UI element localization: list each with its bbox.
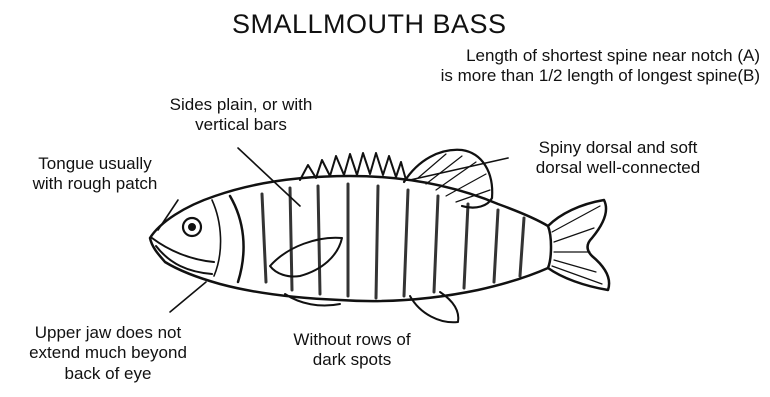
diagram-title: SMALLMOUTH BASS: [232, 8, 507, 40]
jaw-label-line-1: Upper jaw does not: [8, 323, 208, 343]
jaw-label: Upper jaw does not extend much beyond ba…: [8, 323, 208, 384]
pectoral-fin: [270, 238, 342, 277]
dorsal-label-line-1: Spiny dorsal and soft: [508, 138, 728, 158]
spine-note-line-1: Length of shortest spine near notch (A): [368, 46, 760, 66]
sides-label-line-2: vertical bars: [136, 115, 346, 135]
sides-label: Sides plain, or with vertical bars: [136, 95, 346, 136]
sides-leader-line: [238, 148, 300, 206]
jaw-label-line-3: back of eye: [8, 364, 208, 384]
spots-label: Without rows of dark spots: [262, 330, 442, 371]
dorsal-label: Spiny dorsal and soft dorsal well-connec…: [508, 138, 728, 179]
tongue-label-line-1: Tongue usually: [0, 154, 190, 174]
jaw-leader-line: [170, 282, 206, 312]
tongue-label: Tongue usually with rough patch: [0, 154, 190, 195]
fish-body-outline: [150, 176, 551, 301]
dorsal-label-line-2: dorsal well-connected: [508, 158, 728, 178]
spots-label-line-1: Without rows of: [262, 330, 442, 350]
spots-label-line-2: dark spots: [262, 350, 442, 370]
tongue-label-line-2: with rough patch: [0, 174, 190, 194]
spine-notch-note: Length of shortest spine near notch (A) …: [368, 46, 760, 87]
tail-fin: [548, 200, 609, 290]
sides-label-line-1: Sides plain, or with: [136, 95, 346, 115]
spine-note-line-2: is more than 1/2 length of longest spine…: [368, 66, 760, 86]
jaw-label-line-2: extend much beyond: [8, 343, 208, 363]
gill-cover: [230, 196, 244, 282]
